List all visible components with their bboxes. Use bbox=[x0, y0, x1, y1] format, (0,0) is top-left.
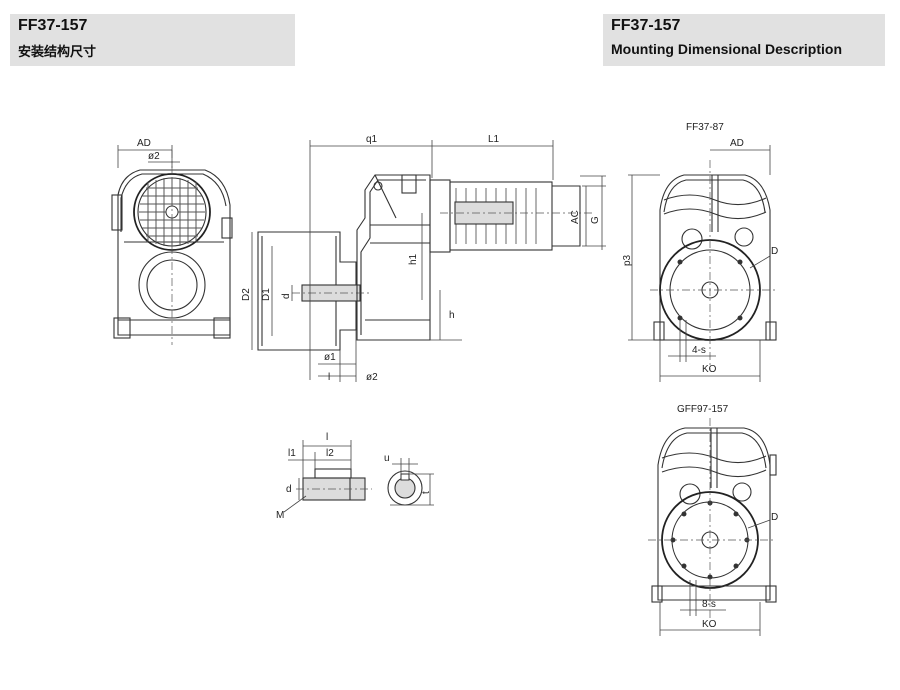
side-dim-h1: h1 bbox=[408, 253, 419, 265]
view-ff37-87: FF37-87 AD p3 D 4-s bbox=[622, 122, 778, 382]
view-ff37-caption: FF37-87 bbox=[686, 122, 724, 133]
front-dim-o1: ø1 bbox=[324, 352, 336, 363]
shaft-dim-l: l bbox=[326, 432, 328, 443]
side-dim-q1: q1 bbox=[366, 134, 378, 145]
shaft-detail: l l1 l2 d M u t bbox=[276, 432, 434, 521]
header-right-title: FF37-157 bbox=[611, 17, 681, 34]
shaft-dim-l2: l2 bbox=[326, 448, 334, 459]
header-left-subtitle: 安装结构尺寸 bbox=[18, 44, 97, 59]
header-right-panel: FF37-157 Mounting Dimensional Descriptio… bbox=[603, 14, 885, 66]
gff97-dim-d: D bbox=[771, 512, 778, 523]
header-right-subtitle: Mounting Dimensional Description bbox=[611, 41, 843, 57]
shaft-dim-t: t bbox=[421, 491, 432, 494]
front-dim-d: d bbox=[281, 293, 292, 299]
side-dim-g: G bbox=[590, 216, 601, 224]
header-left-panel: FF37-157 安装结构尺寸 bbox=[10, 14, 295, 66]
shaft-dim-l1: l1 bbox=[288, 448, 296, 459]
ff37-dim-ko: KO bbox=[702, 364, 717, 375]
ff37-dim-ad: AD bbox=[730, 138, 744, 149]
view-gff97-caption: GFF97-157 bbox=[677, 404, 729, 415]
side-dim-h: h bbox=[449, 310, 455, 321]
front-dim-d2: D2 bbox=[241, 288, 252, 301]
ff37-dim-p3: p3 bbox=[622, 254, 633, 266]
header-left-title: FF37-157 bbox=[18, 17, 88, 34]
ff37-dim-d: D bbox=[771, 246, 778, 257]
ff37-dim-holes: 4-s bbox=[692, 345, 706, 356]
front-dim-o2b: ø2 bbox=[366, 372, 378, 383]
view-gff97-157: GFF97-157 D 8-s KO bbox=[648, 404, 778, 636]
side-dim-ac: AC bbox=[570, 210, 581, 224]
side-dim-l1: L1 bbox=[488, 134, 500, 145]
gff97-dim-ko: KO bbox=[702, 619, 717, 630]
shaft-dim-u: u bbox=[384, 453, 390, 464]
front-dim-o2: ø2 bbox=[148, 151, 160, 162]
front-dim-ad: AD bbox=[137, 138, 151, 149]
front-dim-d1: D1 bbox=[261, 288, 272, 301]
front-view: AD ø2 bbox=[111, 138, 233, 345]
shaft-dim-m: M bbox=[276, 510, 284, 521]
front-dim-l: l bbox=[328, 372, 330, 383]
side-view: q1 L1 AC G h1 h D2 D1 d ø1 l ø2 bbox=[241, 134, 606, 383]
gff97-dim-holes: 8-s bbox=[702, 599, 716, 610]
shaft-dim-d: d bbox=[286, 484, 292, 495]
